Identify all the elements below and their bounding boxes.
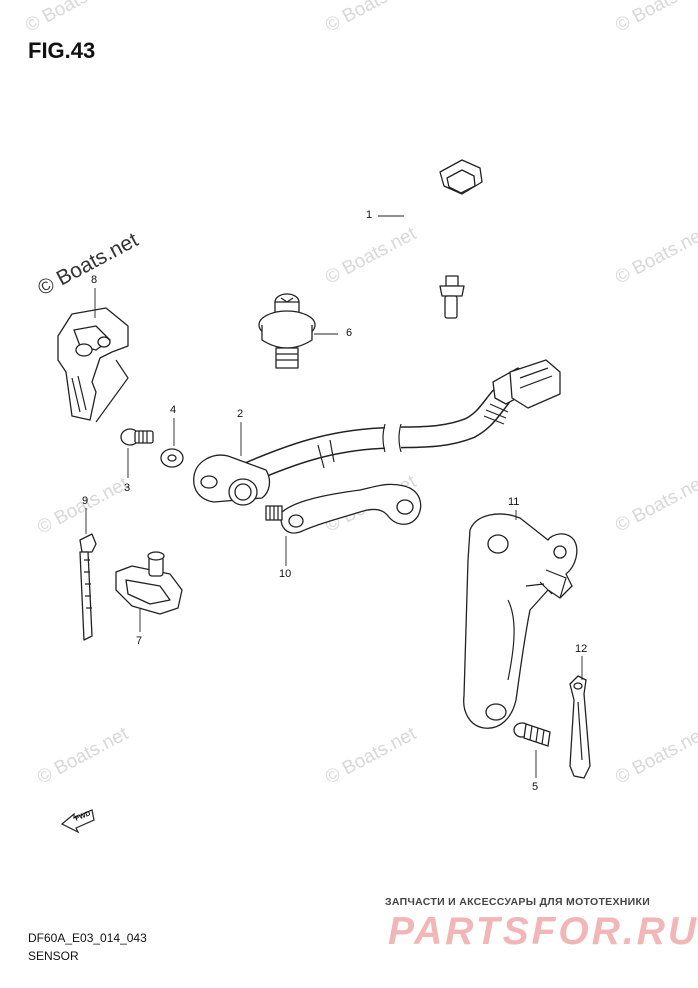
part-9-cable-tie [79,533,97,641]
callout-3: 3 [124,482,131,494]
part-12-strap [569,675,591,779]
part-8-cover [57,307,129,423]
part-3-bolt [120,428,154,446]
fwd-arrow-icon [60,809,95,834]
callout-5: 5 [532,781,539,793]
callout-11: 11 [508,496,520,508]
callout-10: 10 [279,568,292,580]
part-5-bolt [513,722,551,747]
part-11-bracket [463,513,578,729]
part-10-bracket [265,483,422,534]
callout-6: 6 [346,327,353,339]
callout-1: 1 [366,209,373,221]
callout-7: 7 [136,635,143,647]
figure-code: DF60A_E03_014_043 [28,931,147,945]
callout-4: 4 [170,404,177,416]
branding-subtitle: ЗАПЧАСТИ И АКСЕССУАРЫ ДЛЯ МОТОТЕХНИКИ [385,896,651,908]
callout-12: 12 [575,643,588,655]
part-2-sensor [193,359,561,506]
part-6-pressure-switch [258,293,316,369]
callout-9: 9 [82,495,89,507]
callout-2: 2 [237,408,244,420]
part-4-washer [160,448,184,468]
part-1-sensor-lead [402,159,483,319]
callout-8: 8 [91,274,98,286]
figure-caption: SENSOR [28,949,79,963]
branding-logo: PARTSFOR.RU [388,910,698,953]
part-7-clamp [115,551,183,615]
figure-title: FIG.43 [28,38,96,63]
